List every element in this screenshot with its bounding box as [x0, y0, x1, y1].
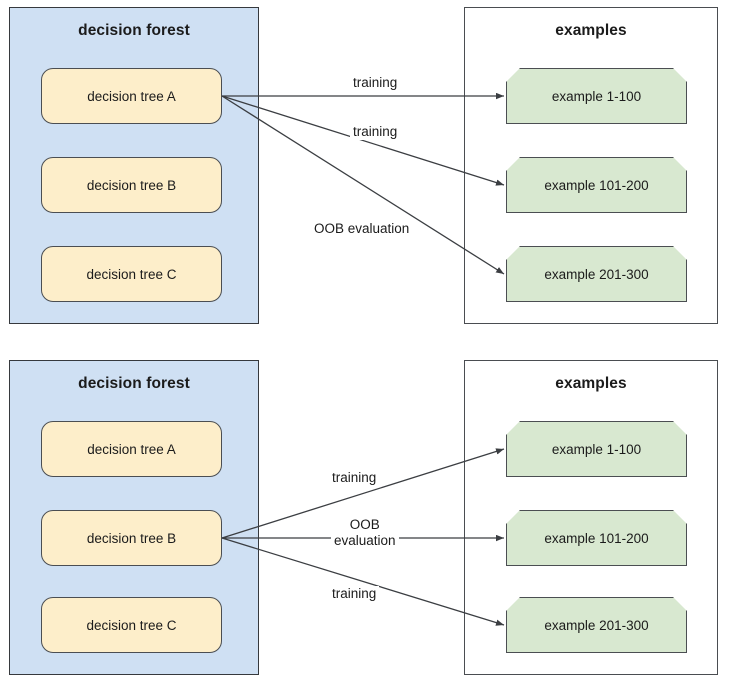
decision-forest-title-bottom: decision forest — [78, 375, 190, 392]
diagram-oob-tree-b: decision forest decision tree A decision… — [0, 345, 737, 685]
tree-node-label: decision tree A — [87, 441, 176, 457]
edge-label-oob-evaluation-bottom: OOB evaluation — [331, 517, 399, 549]
edge-training-a-to-101-200 — [221, 95, 505, 186]
tree-node-decision-tree-a-top[interactable]: decision tree A — [41, 68, 222, 124]
example-node-label: example 1-100 — [551, 88, 642, 104]
example-node-101-200-bottom[interactable]: example 101-200 — [506, 510, 687, 566]
example-node-label: example 1-100 — [551, 441, 642, 457]
tree-node-label: decision tree C — [86, 617, 177, 633]
example-node-101-200-top[interactable]: example 101-200 — [506, 157, 687, 213]
edge-label-training-2-bottom: training — [329, 586, 380, 602]
edge-label-training-2-top: training — [350, 124, 401, 140]
example-node-label: example 201-300 — [544, 617, 649, 633]
edge-label-training-1-top: training — [350, 75, 401, 91]
example-node-201-300-top[interactable]: example 201-300 — [506, 246, 687, 302]
tree-node-label: decision tree C — [86, 266, 177, 282]
example-node-1-100-top[interactable]: example 1-100 — [506, 68, 687, 124]
edge-label-oob-evaluation-top: OOB evaluation — [311, 221, 413, 237]
tree-node-decision-tree-b-bottom[interactable]: decision tree B — [41, 510, 222, 566]
tree-node-decision-tree-a-bottom[interactable]: decision tree A — [41, 421, 222, 477]
decision-forest-title-top: decision forest — [78, 22, 190, 39]
tree-node-label: decision tree B — [86, 530, 177, 546]
edge-training-b-to-201-300 — [221, 537, 505, 626]
examples-title-bottom: examples — [555, 375, 627, 392]
example-node-label: example 201-300 — [544, 266, 649, 282]
tree-node-decision-tree-c-bottom[interactable]: decision tree C — [41, 597, 222, 653]
edge-oob-a-to-201-300 — [221, 95, 505, 275]
diagram-oob-tree-a: decision forest decision tree A decision… — [0, 0, 737, 340]
example-node-1-100-bottom[interactable]: example 1-100 — [506, 421, 687, 477]
edge-label-training-1-bottom: training — [329, 470, 380, 486]
example-node-label: example 101-200 — [544, 530, 649, 546]
tree-node-decision-tree-b-top[interactable]: decision tree B — [41, 157, 222, 213]
tree-node-label: decision tree A — [87, 88, 176, 104]
example-node-201-300-bottom[interactable]: example 201-300 — [506, 597, 687, 653]
example-node-label: example 101-200 — [544, 177, 649, 193]
tree-node-label: decision tree B — [86, 177, 177, 193]
tree-node-decision-tree-c-top[interactable]: decision tree C — [41, 246, 222, 302]
examples-title-top: examples — [555, 22, 627, 39]
